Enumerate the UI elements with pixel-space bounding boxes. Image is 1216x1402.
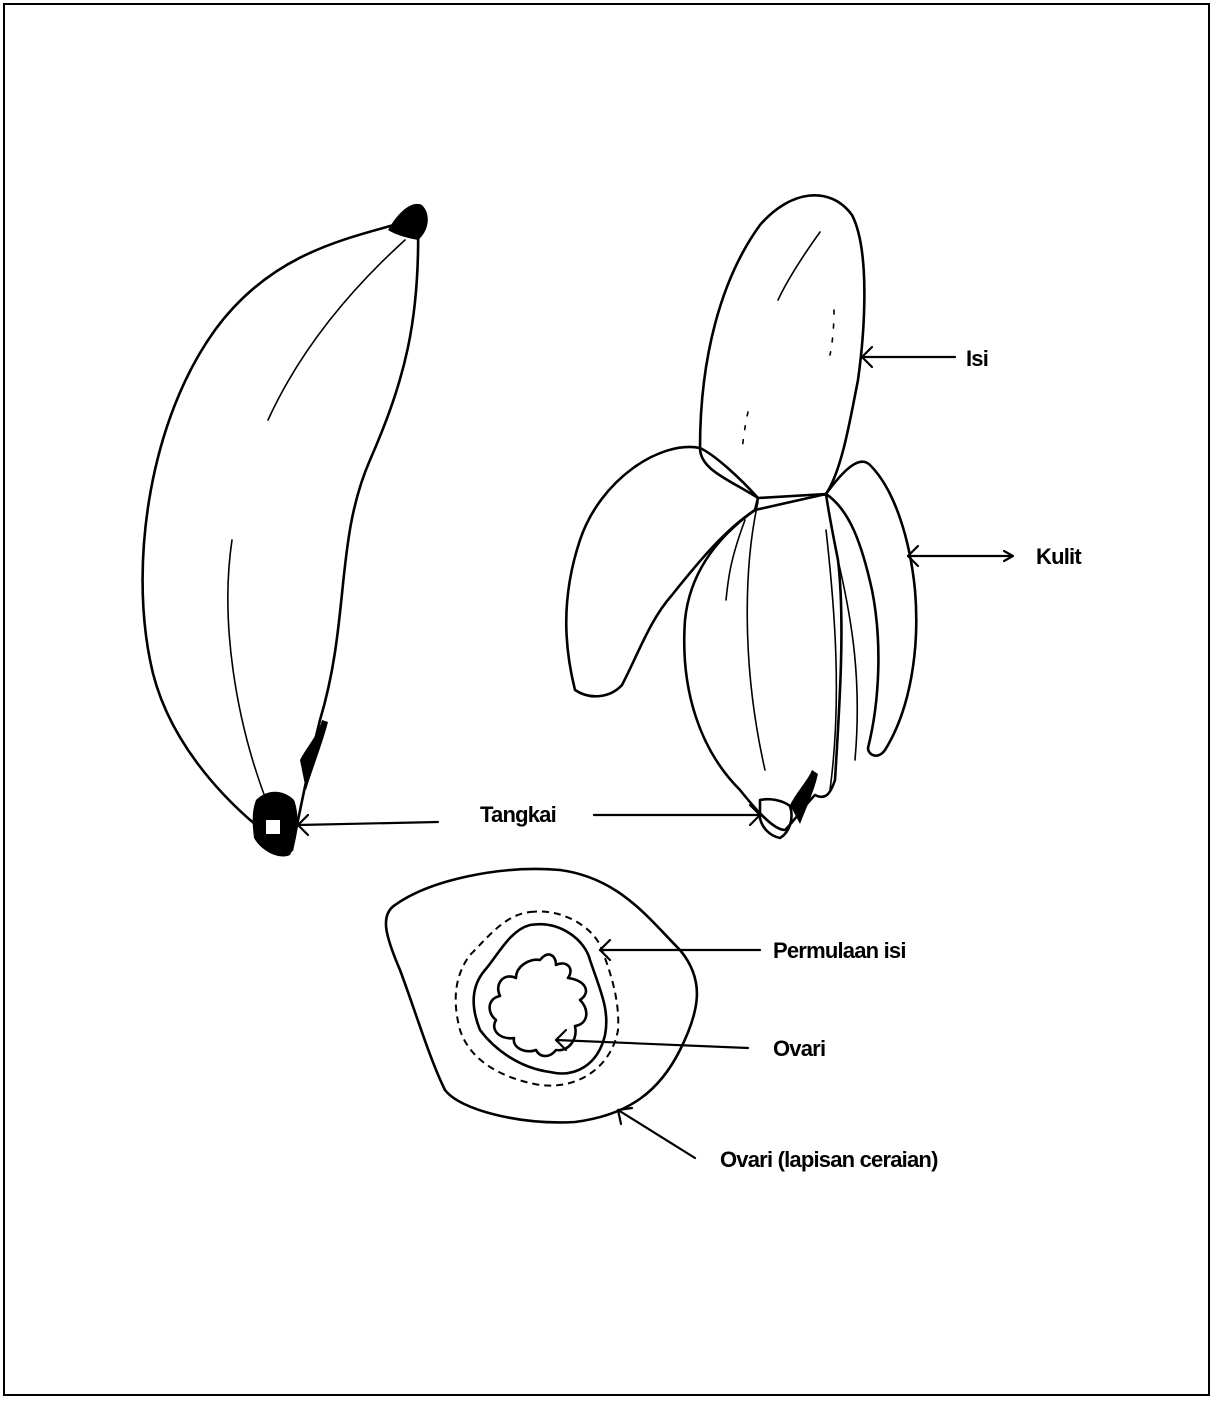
label-permulaan-isi: Permulaan isi bbox=[773, 938, 906, 963]
arrow-ovari bbox=[556, 1040, 748, 1048]
peel-front bbox=[684, 494, 841, 830]
banana-tip-dark bbox=[388, 204, 428, 240]
arrow-ovari-lapisan-head bbox=[618, 1108, 632, 1124]
label-kulit: Kulit bbox=[1036, 544, 1082, 569]
flesh-line bbox=[778, 232, 820, 300]
whole-banana-crease bbox=[228, 540, 268, 805]
whole-banana bbox=[143, 204, 428, 857]
label-arrows bbox=[298, 347, 1013, 1158]
flesh-dash-1 bbox=[830, 310, 834, 355]
arrow-tangkai-left bbox=[298, 822, 438, 825]
label-tangkai: Tangkai bbox=[480, 802, 556, 827]
peeled-banana bbox=[566, 195, 916, 838]
peel-front-seam-3 bbox=[826, 530, 836, 790]
whole-banana-ridge bbox=[268, 240, 405, 420]
banana-stalk-side bbox=[300, 720, 328, 790]
label-ovari: Ovari bbox=[773, 1036, 825, 1061]
cross-section bbox=[386, 869, 697, 1122]
flesh-dash-2 bbox=[742, 412, 748, 452]
peel-front-seam-1 bbox=[747, 502, 765, 770]
cross-section-outline bbox=[386, 869, 697, 1122]
whole-banana-outline bbox=[143, 222, 419, 853]
banana-flesh bbox=[700, 195, 864, 498]
stalk-cut-face bbox=[266, 820, 280, 834]
label-isi: Isi bbox=[966, 346, 988, 371]
arrow-ovari-lapisan bbox=[618, 1110, 695, 1158]
label-ovari-lapisan: Ovari (lapisan ceraian) bbox=[720, 1147, 938, 1172]
